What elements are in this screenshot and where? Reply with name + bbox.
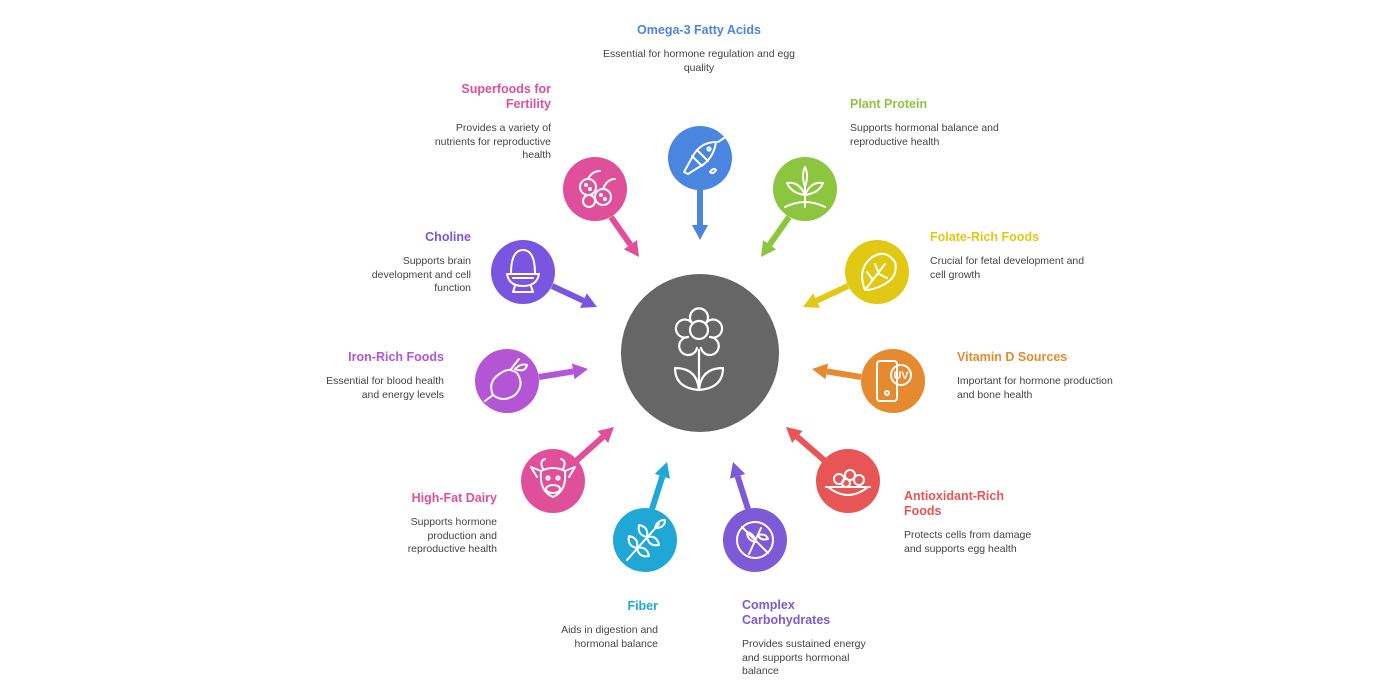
label-description: Important for hormone production and bon…: [957, 375, 1113, 401]
label-title: Choline: [425, 230, 471, 244]
label-title: Antioxidant-Rich Foods: [904, 489, 1004, 518]
flower-icon: [673, 307, 725, 392]
label-description: Supports hormonal balance and reproducti…: [850, 122, 999, 148]
label-description: Supports brain development and cell func…: [371, 255, 471, 294]
svg-text:UV: UV: [893, 370, 909, 382]
label-title: Vitamin D Sources: [957, 350, 1068, 364]
label-description: Aids in digestion and hormonal balance: [561, 624, 658, 650]
arrow-shaft-superfoods: [608, 215, 633, 247]
label-description: Supports hormone production and reproduc…: [407, 516, 497, 555]
wheat-icon: [626, 519, 666, 561]
node-circle-folate: [845, 240, 909, 304]
arrow-shaft-fiber: [649, 475, 666, 510]
label-description: Essential for hormone regulation and egg…: [602, 48, 796, 74]
node-circle-dairy: [521, 449, 585, 513]
arrow-shaft-plant-protein: [767, 215, 792, 247]
arrow-head-folate: [803, 293, 820, 308]
uv-phone-icon: UV: [876, 360, 912, 402]
arrow-shaft-dairy: [573, 434, 605, 464]
fish-icon: [683, 137, 725, 175]
arrow-shaft-antioxidant: [795, 434, 827, 464]
label-description: Protects cells from damage and supports …: [904, 529, 1032, 555]
label-description: Provides sustained energy and supports h…: [742, 638, 866, 677]
label-title: Superfoods for Fertility: [461, 82, 551, 111]
label-title: Iron-Rich Foods: [348, 350, 444, 364]
label-title: Fiber: [627, 599, 658, 613]
arrow-shaft-choline: [550, 283, 585, 304]
label-title: Plant Protein: [850, 97, 928, 111]
node-circle-iron: [475, 349, 539, 413]
sprout-icon: [784, 166, 826, 208]
label-description: Provides a variety of nutrients for repr…: [434, 122, 551, 161]
berries-icon: [579, 170, 616, 208]
spinach-leaf-icon: [861, 252, 897, 291]
no-gluten-icon: [736, 521, 774, 559]
label-title: Complex Carbohydrates: [742, 598, 831, 627]
arrow-head-omega3: [692, 225, 708, 240]
cow-icon: [530, 458, 576, 498]
label-title: High-Fat Dairy: [411, 491, 497, 505]
label-description: Essential for blood health and energy le…: [326, 375, 444, 401]
arrow-shaft-folate: [815, 283, 850, 304]
egg-cup-icon: [506, 249, 540, 293]
arrow-shaft-complex-carbs: [734, 475, 751, 510]
arrow-head-vitamin-d: [812, 363, 829, 380]
arrow-head-choline: [580, 293, 597, 308]
arrow-head-fiber: [654, 462, 671, 479]
label-title: Folate-Rich Foods: [930, 230, 1040, 244]
node-circle-omega3: [668, 126, 732, 190]
label-description: Crucial for fetal development and cell g…: [930, 255, 1085, 281]
berries-bowl-icon: [825, 469, 871, 496]
node-circle-antioxidant: [816, 449, 880, 513]
beet-icon: [484, 358, 528, 402]
label-title: Omega-3 Fatty Acids: [637, 23, 761, 37]
arrow-head-antioxidant: [786, 427, 803, 443]
arrow-head-iron: [571, 363, 588, 380]
node-circle-choline: [491, 240, 555, 304]
arrow-head-plant-protein: [761, 240, 777, 257]
arrow-shaft-iron: [538, 368, 574, 380]
arrow-head-dairy: [597, 427, 614, 443]
arrow-head-superfoods: [623, 240, 639, 257]
nodes-layer: UV: [475, 126, 925, 572]
arrows-layer: [538, 190, 862, 510]
arrow-shaft-vitamin-d: [826, 368, 862, 380]
center-node: [621, 274, 779, 432]
arrow-head-complex-carbs: [729, 462, 746, 479]
